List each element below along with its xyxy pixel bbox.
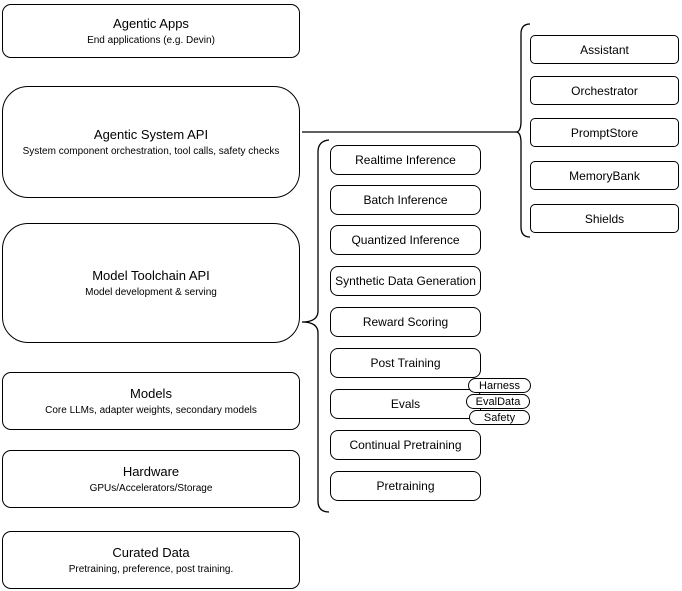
node-curated-data: Curated Data Pretraining, preference, po…	[2, 531, 300, 589]
node-synthetic-data-generation: Synthetic Data Generation	[330, 266, 481, 296]
node-agentic-system-api: Agentic System API System component orch…	[2, 86, 300, 198]
node-hardware: Hardware GPUs/Accelerators/Storage	[2, 450, 300, 508]
service-label: Realtime Inference	[355, 153, 456, 167]
node-model-toolchain-api: Model Toolchain API Model development & …	[2, 223, 300, 343]
node-subtitle: End applications (e.g. Devin)	[87, 34, 215, 46]
node-reward-scoring: Reward Scoring	[330, 307, 481, 337]
node-subtitle: GPUs/Accelerators/Storage	[89, 482, 213, 494]
node-continual-pretraining: Continual Pretraining	[330, 430, 481, 460]
node-quantized-inference: Quantized Inference	[330, 225, 481, 255]
node-post-training: Post Training	[330, 348, 481, 378]
node-evals: Evals	[330, 389, 481, 419]
service-label: Continual Pretraining	[349, 438, 462, 452]
node-batch-inference: Batch Inference	[330, 185, 481, 215]
node-subtitle: Model development & serving	[85, 286, 217, 298]
node-title: Model Toolchain API	[92, 267, 210, 283]
node-title: Agentic System API	[93, 126, 209, 142]
node-assistant: Assistant	[530, 35, 679, 64]
node-agentic-apps: Agentic Apps End applications (e.g. Devi…	[2, 4, 300, 58]
component-label: PromptStore	[570, 125, 639, 140]
node-shields: Shields	[530, 204, 679, 233]
component-label: Orchestrator	[571, 83, 638, 98]
node-pretraining: Pretraining	[330, 471, 481, 501]
component-label: Shields	[584, 211, 625, 226]
node-models: Models Core LLMs, adapter weights, secon…	[2, 372, 300, 430]
node-title: Agentic Apps	[113, 15, 189, 31]
eval-tag-label: Harness	[479, 379, 520, 392]
eval-tag-harness: Harness	[468, 378, 531, 393]
node-subtitle: System component orchestration, tool cal…	[22, 145, 280, 157]
node-memorybank: MemoryBank	[530, 161, 679, 190]
component-label: MemoryBank	[569, 168, 640, 183]
service-label: Batch Inference	[363, 193, 448, 207]
node-promptstore: PromptStore	[530, 118, 679, 147]
eval-tag-label: EvalData	[475, 395, 521, 408]
node-subtitle: Core LLMs, adapter weights, secondary mo…	[45, 404, 257, 416]
toolchain-group-brace	[301, 139, 330, 513]
component-label: Assistant	[580, 42, 629, 57]
service-label: Quantized Inference	[351, 233, 460, 247]
service-label: Post Training	[370, 356, 441, 370]
node-orchestrator: Orchestrator	[530, 76, 679, 105]
node-title: Curated Data	[112, 544, 190, 560]
components-group-brace	[515, 23, 531, 238]
eval-tag-evaldata: EvalData	[466, 394, 530, 409]
service-label: Pretraining	[376, 479, 435, 493]
node-realtime-inference: Realtime Inference	[330, 145, 481, 175]
node-subtitle: Pretraining, preference, post training.	[68, 563, 234, 575]
node-title: Hardware	[122, 463, 180, 479]
eval-tag-safety: Safety	[469, 410, 530, 425]
service-label: Synthetic Data Generation	[335, 274, 476, 288]
node-title: Models	[130, 385, 172, 401]
service-label: Reward Scoring	[362, 315, 449, 329]
service-label: Evals	[390, 397, 421, 411]
eval-tag-label: Safety	[483, 411, 516, 424]
